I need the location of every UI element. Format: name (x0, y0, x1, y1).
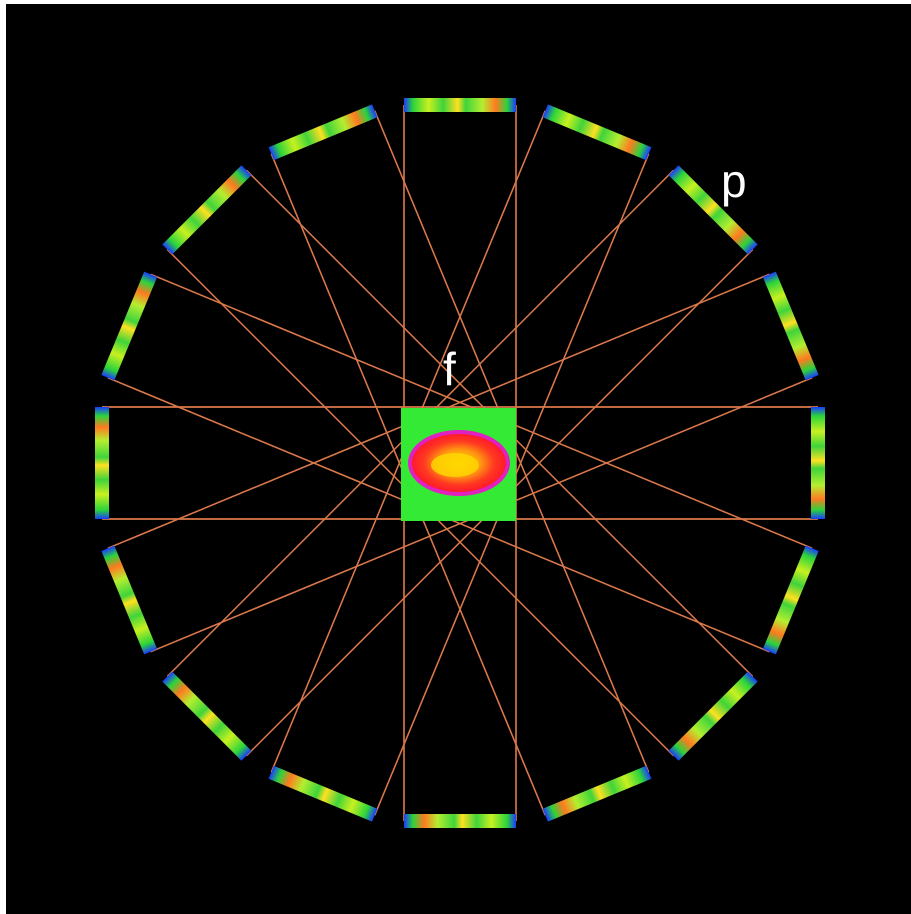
detector-bar (404, 98, 516, 112)
detector-6 (268, 765, 378, 822)
detector-bar (162, 165, 252, 255)
detector-bar (162, 671, 252, 761)
detector-bar (268, 104, 378, 161)
detector-ring (95, 98, 825, 828)
projection-label: p (721, 155, 747, 207)
detector-bar (668, 165, 758, 255)
detector-13 (404, 98, 516, 112)
detector-bar (101, 545, 158, 655)
detector-10 (101, 271, 158, 381)
detector-bar (95, 407, 109, 519)
detector-12 (268, 104, 378, 161)
detector-16 (762, 271, 819, 381)
detector-bar (404, 814, 516, 828)
image-label: f (443, 343, 456, 395)
phantom-image (401, 408, 516, 521)
detector-bar (101, 271, 158, 381)
detector-9 (95, 407, 109, 519)
detector-14 (542, 104, 652, 161)
brain-core (431, 453, 479, 477)
detector-4 (542, 765, 652, 822)
detector-bar (668, 671, 758, 761)
detector-bar (811, 407, 825, 519)
detector-11 (162, 165, 252, 255)
detector-8 (101, 545, 158, 655)
detector-7 (162, 671, 252, 761)
detector-bar (268, 765, 378, 822)
detector-3 (668, 671, 758, 761)
detector-bar (542, 104, 652, 161)
detector-15 (668, 165, 758, 255)
detector-bar (762, 271, 819, 381)
detector-bar (542, 765, 652, 822)
detector-5 (404, 814, 516, 828)
detector-2 (762, 545, 819, 655)
detector-bar (762, 545, 819, 655)
detector-1 (811, 407, 825, 519)
